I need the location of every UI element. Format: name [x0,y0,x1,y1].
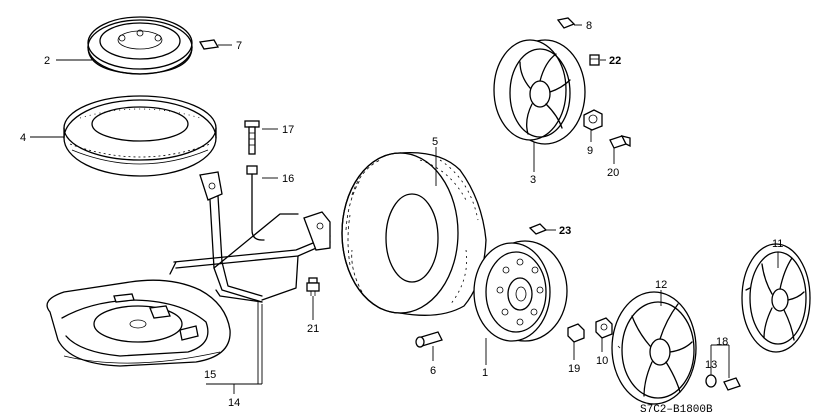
cap-nut [595,317,613,339]
callout-13: 13 [705,359,717,371]
callout-14: 14 [228,397,240,409]
valve-stem-small [723,377,741,391]
callout-17: 17 [282,124,294,136]
callout-19: 19 [568,363,580,375]
leader-lines [30,24,779,394]
tire [341,151,487,316]
wheel-bolt [609,135,631,149]
reference-code: S7C2‒B1800B [640,404,713,416]
callout-18: 18 [716,336,728,348]
callout-1: 1 [482,367,488,379]
callout-10: 10 [596,355,608,367]
callout-23: 23 [559,225,571,237]
callout-21: 21 [307,323,319,335]
callout-2: 2 [44,55,50,67]
lug-nut [583,109,603,131]
callout-5: 5 [432,136,438,148]
valve-cap [705,374,717,388]
small-bolt [306,277,320,296]
callout-7: 7 [236,40,242,52]
callout-16: 16 [282,173,294,185]
callout-6: 6 [430,365,436,377]
spare-wheel-clip [198,39,220,50]
callout-20: 20 [607,167,619,179]
callout-15: 15 [204,369,216,381]
callout-12: 12 [655,279,667,291]
hook-rod [246,165,265,241]
bolt [244,120,260,155]
spare-tire [63,95,217,177]
stud-nut [567,323,585,343]
balance-weight [528,223,548,235]
callout-11: 11 [772,238,783,250]
callout-labels: 1 2 3 4 5 6 7 8 9 10 11 12 13 14 15 16 1… [20,20,783,409]
callout-22: 22 [609,55,621,67]
callout-3: 3 [530,174,536,186]
wheel-cover-side [741,243,811,353]
steel-wheel [473,240,568,342]
spare-wheel [87,16,193,75]
callout-4: 4 [20,132,26,144]
callout-8: 8 [586,20,592,32]
wheel-weight [556,17,576,29]
valve-stem [415,331,443,348]
spare-tire-tray [46,279,231,367]
alloy-wheel [493,39,586,145]
callout-9: 9 [587,145,593,157]
wheel-cover-front [611,291,697,405]
center-cap [589,54,600,66]
tool-bracket [169,171,331,303]
